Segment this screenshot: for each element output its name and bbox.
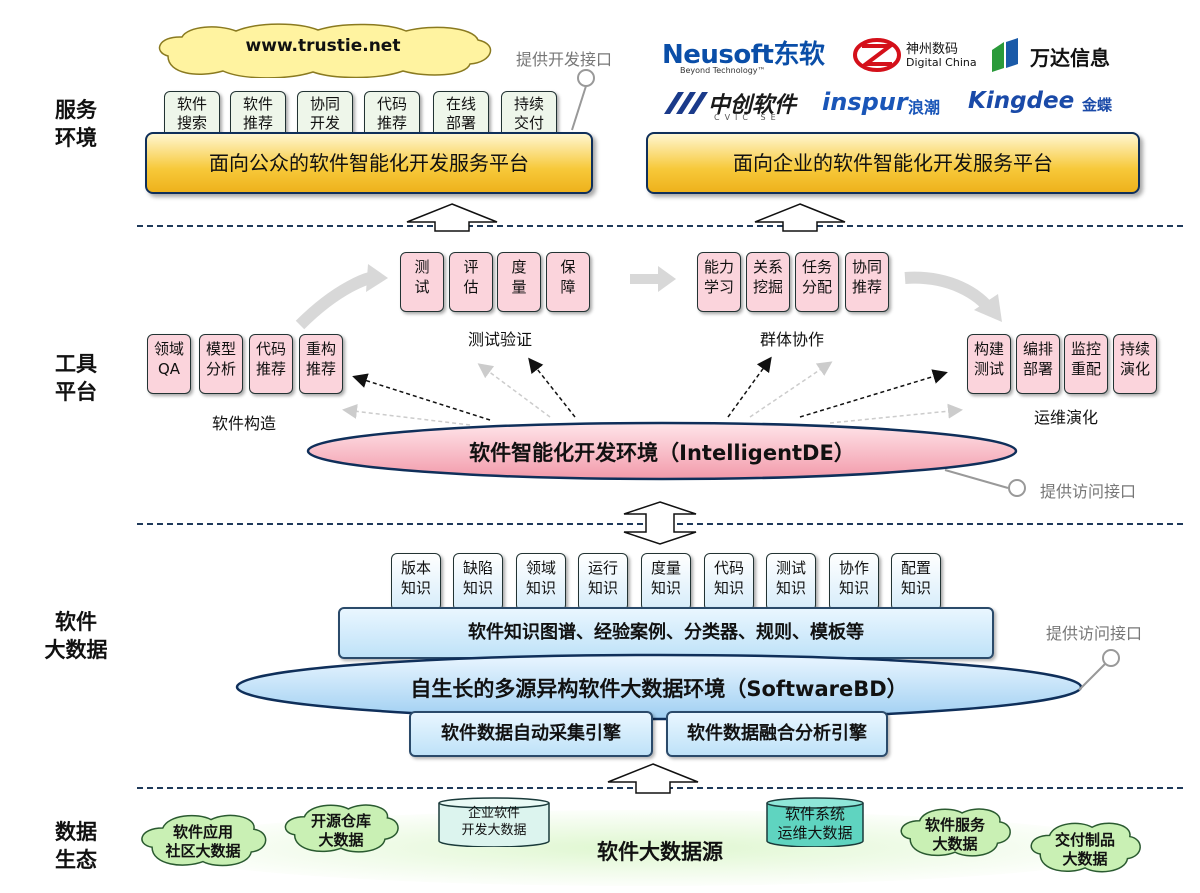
construct-caption: 软件构造 — [211, 414, 276, 433]
ecology-cylinder-shape-2 — [766, 797, 864, 847]
provide-access-interface-label-2: 提供访问接口 — [1046, 624, 1143, 643]
public-tag-3[interactable]: 协同 开发 — [297, 91, 353, 140]
inspur-cn: 浪潮 — [908, 98, 941, 117]
digitalchina-sub: Digital China — [906, 56, 977, 69]
public-tag-6[interactable]: 持续 交付 — [501, 91, 557, 140]
knowledge-tag-1[interactable]: 版本 知识 — [391, 553, 441, 611]
ecology-cloud-4[interactable]: 交付制品 大数据 — [1054, 830, 1115, 868]
dev-interface-connector — [571, 69, 595, 131]
collab-tag-3[interactable]: 任务 分配 — [795, 252, 839, 312]
digitalchina-icon — [853, 38, 901, 72]
ops-tag-1[interactable]: 构建 测试 — [967, 334, 1011, 394]
ecology-cylinder-1[interactable]: 企业软件 开发大数据 — [461, 806, 527, 838]
ecology-cloud-1[interactable]: 软件应用 社区大数据 — [165, 823, 241, 861]
access-interface-connector-1 — [944, 469, 1026, 497]
ops-tag-4[interactable]: 持续 演化 — [1113, 334, 1157, 394]
trustie-cloud — [158, 23, 492, 78]
inspur-name: inspur — [822, 88, 908, 116]
source-ellipse — [155, 810, 1135, 886]
kingdee-cn: 金蝶 — [1082, 96, 1113, 114]
collab-caption: 群体协作 — [759, 330, 824, 349]
trustie-url[interactable]: www.trustie.net — [245, 36, 401, 56]
digitalchina-name: 神州数码 — [906, 42, 959, 57]
ecology-cloud-shape-4 — [1030, 822, 1141, 873]
collab-tag-4[interactable]: 协同 推荐 — [845, 252, 889, 312]
source-label: 软件大数据源 — [597, 840, 723, 864]
intelligentde-label: 软件智能化开发环境（IntelligentDE） — [469, 441, 855, 465]
knowledge-tag-6[interactable]: 代码 知识 — [704, 553, 754, 611]
radiating-arrows — [342, 356, 963, 426]
wanda-name: 万达信息 — [1030, 46, 1110, 70]
ecology-cylinder-shape-1 — [438, 797, 550, 847]
enterprise-platform[interactable]: 面向企业的软件智能化开发服务平台 — [646, 132, 1140, 194]
cvic-name: 中创软件 — [708, 93, 797, 118]
up-arrow-ecology — [607, 763, 699, 794]
layer-label-tools: 工具 平台 — [55, 352, 97, 404]
knowledge-tag-3[interactable]: 领域 知识 — [516, 553, 566, 611]
construct-tag-3[interactable]: 代码 推荐 — [249, 334, 293, 394]
knowledge-tag-2[interactable]: 缺陷 知识 — [453, 553, 503, 611]
test-caption: 测试验证 — [467, 330, 532, 349]
wanda-icon — [992, 38, 1018, 72]
public-tag-2[interactable]: 软件 推荐 — [230, 91, 286, 140]
up-arrow-public — [406, 203, 498, 232]
test-tag-4[interactable]: 保 障 — [546, 252, 590, 312]
ops-tag-3[interactable]: 监控 重配 — [1064, 334, 1108, 394]
knowledge-tag-8[interactable]: 协作 知识 — [829, 553, 879, 611]
knowledge-tag-5[interactable]: 度量 知识 — [641, 553, 691, 611]
ops-tag-2[interactable]: 编排 部署 — [1016, 334, 1060, 394]
kingdee-name: Kingdee — [968, 88, 1075, 114]
neusoft-logo: Neusoft东软 — [662, 40, 825, 70]
construct-tag-4[interactable]: 重构 推荐 — [299, 334, 343, 394]
ecology-cloud-shape-3 — [900, 808, 1011, 857]
layer-label-service: 服务 环境 — [55, 98, 97, 150]
double-arrow — [623, 501, 697, 545]
collect-engine[interactable]: 软件数据自动采集引擎 — [409, 711, 653, 757]
layer-label-ecology: 数据 生态 — [55, 820, 97, 872]
public-tag-1[interactable]: 软件 搜索 — [164, 91, 220, 140]
collab-tag-2[interactable]: 关系 挖掘 — [746, 252, 790, 312]
knowledge-tag-4[interactable]: 运行 知识 — [578, 553, 628, 611]
knowledge-tag-7[interactable]: 测试 知识 — [766, 553, 816, 611]
cvic-sub: CVIC SE — [714, 113, 781, 122]
test-tag-2[interactable]: 评 估 — [449, 252, 493, 312]
public-platform[interactable]: 面向公众的软件智能化开发服务平台 — [145, 132, 593, 194]
intelligentde-ellipse[interactable] — [305, 420, 1019, 482]
knowledge-tag-9[interactable]: 配置 知识 — [891, 553, 941, 611]
provide-dev-interface-label: 提供开发接口 — [516, 50, 613, 69]
collab-tag-1[interactable]: 能力 学习 — [697, 252, 741, 312]
ecology-cloud-2[interactable]: 开源仓库 大数据 — [310, 812, 371, 850]
construct-tag-1[interactable]: 领域 QA — [147, 334, 191, 394]
neusoft-tagline: Beyond Technology™ — [680, 66, 766, 75]
test-tag-3[interactable]: 度 量 — [497, 252, 541, 312]
separator-1 — [137, 225, 1183, 227]
cvic-icon — [664, 92, 708, 114]
access-interface-connector-2 — [1078, 649, 1120, 691]
softwarebd-label: 自生长的多源异构软件大数据环境（SoftwareBD） — [410, 677, 908, 701]
test-tag-1[interactable]: 测 试 — [400, 252, 444, 312]
layer-label-bigdata: 软件 大数据 — [44, 610, 108, 662]
ops-caption: 运维演化 — [1033, 408, 1098, 427]
up-arrow-enterprise — [754, 203, 846, 232]
ecology-cloud-shape-1 — [141, 814, 267, 867]
provide-access-interface-label-1: 提供访问接口 — [1040, 482, 1137, 501]
construct-tag-2[interactable]: 模型 分析 — [199, 334, 243, 394]
flow-arrows — [295, 264, 1002, 330]
ecology-cylinder-2[interactable]: 软件系统 运维大数据 — [777, 805, 853, 842]
ecology-cloud-3[interactable]: 软件服务 大数据 — [924, 816, 985, 854]
ecology-cloud-shape-2 — [284, 804, 399, 853]
fusion-engine[interactable]: 软件数据融合分析引擎 — [666, 711, 888, 757]
